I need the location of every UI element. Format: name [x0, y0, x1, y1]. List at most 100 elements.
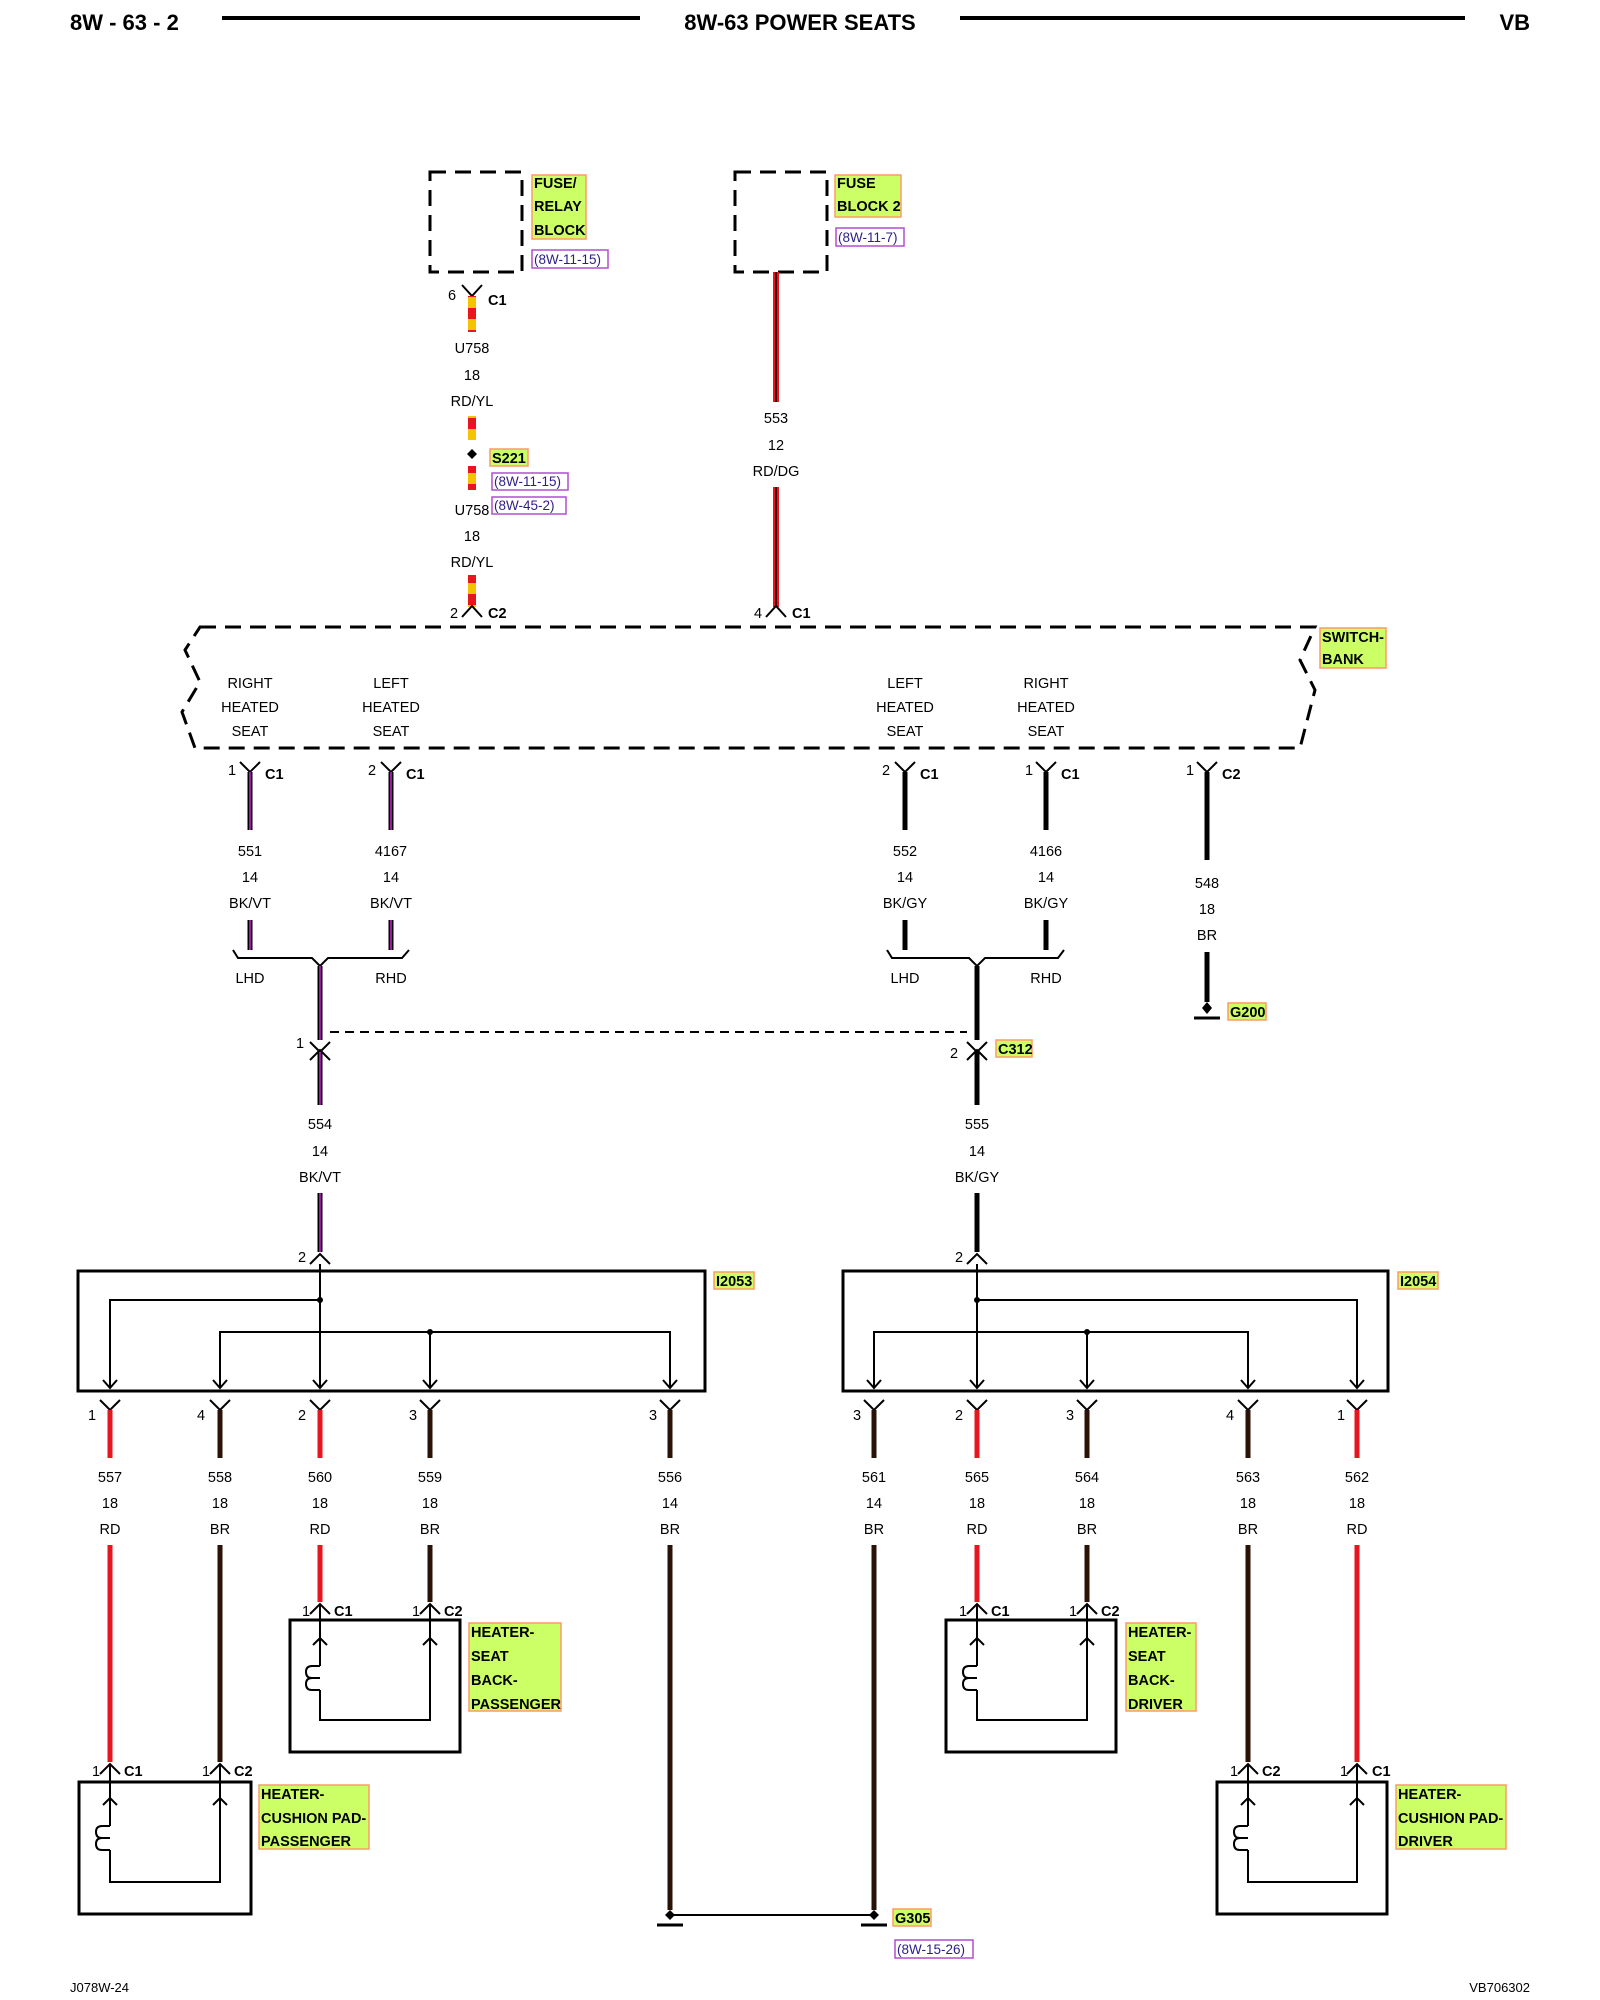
switch-label: HEATED	[1017, 700, 1075, 716]
switch-label: SEAT	[232, 724, 269, 740]
variant-lhd: LHD	[890, 971, 919, 987]
wire-gauge: 14	[662, 1496, 678, 1512]
wire-color: BK/VT	[370, 896, 412, 912]
switch-bank-label-2: BANK	[1322, 652, 1364, 668]
wire-circuit: 555	[965, 1117, 989, 1133]
fuse-relay-block-label-1: FUSE/	[534, 176, 577, 192]
fuse-block-2	[733, 170, 829, 274]
connector-c312-label: C312	[998, 1042, 1033, 1058]
wire-gauge: 14	[897, 870, 913, 886]
pin-label: 1	[1337, 1408, 1345, 1424]
wire-color: BR	[660, 1522, 680, 1538]
connector-label: C2	[1101, 1604, 1120, 1620]
pin-label: 1	[1069, 1604, 1077, 1620]
wire-gauge: 14	[866, 1496, 882, 1512]
connector-label: C2	[444, 1604, 463, 1620]
connector-label: C1	[334, 1604, 353, 1620]
variant-rhd: RHD	[1030, 971, 1061, 987]
wire-color: RD	[310, 1522, 331, 1538]
heater-element-icon	[961, 1665, 978, 1708]
wire-gauge: 14	[383, 870, 399, 886]
wire-circuit: 563	[1236, 1470, 1260, 1486]
wire-color: BR	[864, 1522, 884, 1538]
wire-color: RD/YL	[451, 555, 494, 571]
wire-color: RD	[1347, 1522, 1368, 1538]
pin-label: 3	[649, 1408, 657, 1424]
footer-left: J078W-24	[70, 1980, 129, 1995]
pin-label: 2	[450, 606, 458, 622]
pin-label: 1	[302, 1604, 310, 1620]
wire-gauge: 14	[969, 1144, 985, 1160]
wire-color: BK/GY	[955, 1170, 1000, 1186]
component-label: SEAT	[1128, 1649, 1166, 1665]
wire-circuit: 553	[764, 411, 788, 427]
heater-element-icon	[1232, 1825, 1249, 1868]
variant-brace	[232, 949, 410, 968]
fuse-relay-block-label-3: BLOCK	[534, 223, 586, 239]
switch-label: SEAT	[373, 724, 410, 740]
variant-lhd: LHD	[235, 971, 264, 987]
component-label: PASSENGER	[471, 1697, 562, 1713]
splice-s221-ref-2[interactable]: (8W-45-2)	[494, 498, 555, 513]
heater-seat-back-passenger	[288, 1618, 462, 1754]
component-label: DRIVER	[1128, 1697, 1183, 1713]
wire-circuit: 551	[238, 844, 262, 860]
pin-label: 2	[298, 1408, 306, 1424]
wire-circuit: 4166	[1030, 844, 1062, 860]
wire-color: RD/DG	[753, 464, 800, 480]
wire-gauge: 14	[1038, 870, 1054, 886]
component-label: HEATER-	[261, 1787, 325, 1803]
pin-label: 1	[88, 1408, 96, 1424]
pin-label: 2	[882, 763, 890, 779]
heater-element-icon	[304, 1665, 321, 1708]
wire-circuit: U758	[455, 341, 490, 357]
component-label: PASSENGER	[261, 1834, 352, 1850]
heater-cushion-pad-driver	[1215, 1780, 1389, 1916]
pin-label: 4	[197, 1408, 205, 1424]
pin-label: 4	[754, 606, 762, 622]
splice-s221-ref-1[interactable]: (8W-11-15)	[494, 474, 561, 489]
wire-gauge: 12	[768, 438, 784, 454]
wire-circuit: 560	[308, 1470, 332, 1486]
pin-label: 2	[298, 1250, 306, 1266]
switch-bank-label-1: SWITCH-	[1322, 630, 1384, 646]
switch-label: LEFT	[887, 676, 923, 692]
wire-circuit: 562	[1345, 1470, 1369, 1486]
connector-label: C1	[265, 767, 284, 783]
connector-label: C1	[488, 293, 507, 309]
wire-color: RD	[100, 1522, 121, 1538]
wire-color: BK/GY	[883, 896, 928, 912]
wire-circuit: 4167	[375, 844, 407, 860]
wire-circuit: 561	[862, 1470, 886, 1486]
inline-i2054-label: I2054	[1400, 1274, 1436, 1290]
fuse-relay-block-label-2: RELAY	[534, 199, 582, 215]
wire-color: BR	[1197, 928, 1217, 944]
wire-gauge: 18	[1079, 1496, 1095, 1512]
wire-color: BK/GY	[1024, 896, 1069, 912]
fuse-relay-block-ref[interactable]: (8W-11-15)	[534, 252, 601, 267]
wire-gauge: 18	[969, 1496, 985, 1512]
wire-circuit: 554	[308, 1117, 332, 1133]
pin-label: 1	[228, 763, 236, 779]
heater-element-icon	[94, 1825, 111, 1868]
connector-label: C2	[234, 1764, 253, 1780]
pin-label: 3	[409, 1408, 417, 1424]
ground-g305-label: G305	[895, 1911, 930, 1927]
component-label: HEATER-	[1398, 1787, 1462, 1803]
ground-g305-ref[interactable]: (8W-15-26)	[897, 1942, 965, 1957]
page-title: 8W-63 POWER SEATS	[684, 10, 915, 35]
wire-color: RD	[967, 1522, 988, 1538]
switch-label: SEAT	[1028, 724, 1065, 740]
wire-circuit: 548	[1195, 876, 1219, 892]
pin-label: 1	[1230, 1764, 1238, 1780]
inline-i2053-label: I2053	[716, 1274, 752, 1290]
inline-i2053	[76, 1269, 707, 1393]
wire-gauge: 18	[212, 1496, 228, 1512]
wire-circuit: U758	[455, 503, 490, 519]
connector-label: C1	[124, 1764, 143, 1780]
fuse-block-2-ref[interactable]: (8W-11-7)	[838, 230, 898, 245]
wire-gauge: 18	[1349, 1496, 1365, 1512]
connector-label: C1	[1061, 767, 1080, 783]
pin-label: 2	[368, 763, 376, 779]
